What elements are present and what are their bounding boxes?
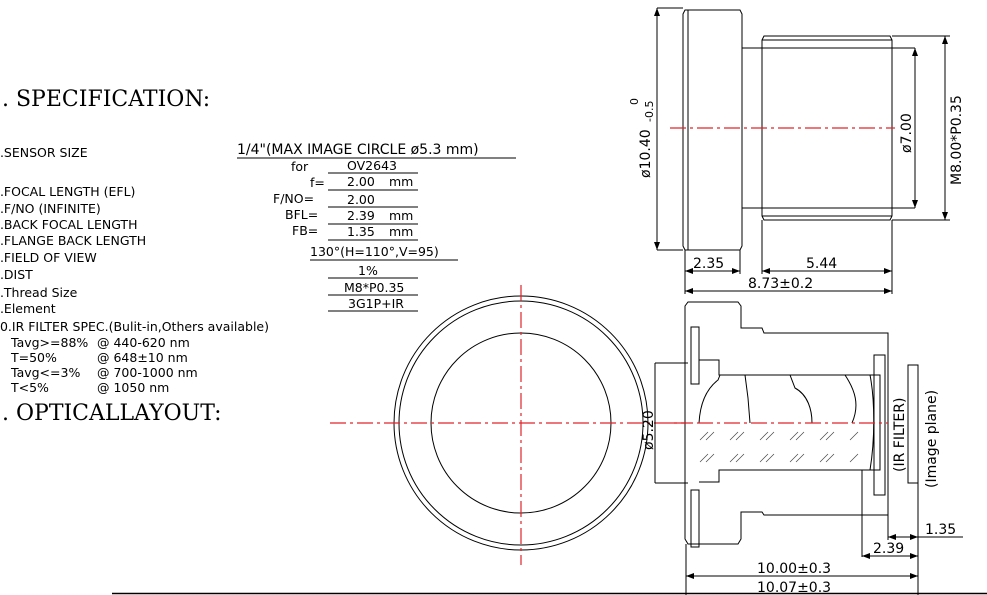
ir-range: @ 440-620 nm bbox=[97, 335, 190, 350]
ir-range: @ 648±10 nm bbox=[97, 350, 188, 365]
optical-section: (IR FILTER) (Image plane) ø5.20 1.35 2.3… bbox=[641, 301, 963, 595]
thread-value: M8*P0.35 bbox=[344, 280, 404, 295]
for-label: for bbox=[291, 159, 309, 174]
ir-cond: T=50% bbox=[10, 350, 57, 365]
fb-dim: 1.35 bbox=[925, 522, 956, 538]
ttl1-dim: 10.00±0.3 bbox=[757, 561, 831, 577]
spec-label: 7.DIST bbox=[0, 267, 33, 282]
ir-cond: T<5% bbox=[10, 380, 49, 395]
spec-heading: 1. SPECIFICATION: bbox=[0, 87, 210, 112]
element-value: 3G1P+IR bbox=[348, 296, 404, 311]
sensor-size-value: 1/4"(MAX IMAGE CIRCLE ø5.3 mm) bbox=[237, 142, 479, 158]
flange-dia-dim: ø10.40 bbox=[638, 129, 654, 178]
ir-range: @ 1050 nm bbox=[97, 380, 169, 395]
aperture-dia-dim: ø5.20 bbox=[641, 410, 657, 450]
dist-value: 1% bbox=[358, 263, 378, 278]
thread-len-dim: 5.44 bbox=[806, 256, 837, 272]
spec-label: 4.BACK FOCAL LENGTH bbox=[0, 217, 137, 232]
fov-value: 130°(H=110°,V=95) bbox=[310, 244, 439, 259]
fno-label: F/NO= bbox=[273, 191, 314, 206]
ir-cond: Tavg>=88% bbox=[10, 335, 88, 350]
fno-value: 2.00 bbox=[347, 192, 375, 207]
spec-values: 1/4"(MAX IMAGE CIRCLE ø5.3 mm) for OV264… bbox=[237, 142, 516, 312]
ttl2-dim: 10.07±0.3 bbox=[757, 580, 831, 595]
optical-layout-heading: 2. OPTICALLAYOUT: bbox=[0, 401, 222, 426]
bfl-value: 2.39 bbox=[347, 208, 375, 223]
spec-labels: 1.SENSOR SIZE 2.FOCAL LENGTH (EFL) 3.F/N… bbox=[0, 145, 269, 395]
spec-label: 5.FLANGE BACK LENGTH bbox=[0, 233, 146, 248]
inner-dia-dim: ø7.00 bbox=[899, 113, 915, 153]
flange-tol-upper: 0 bbox=[628, 98, 641, 105]
total-len-dim: 8.73±0.2 bbox=[748, 276, 813, 292]
flange-len-dim: 2.35 bbox=[693, 256, 724, 272]
fb-label: FB= bbox=[292, 223, 318, 238]
f-label: f= bbox=[310, 175, 325, 190]
front-view bbox=[330, 285, 690, 565]
spec-label: 10.IR FILTER SPEC.(Bulit-in,Others avail… bbox=[0, 319, 269, 334]
ir-cond: Tavg<=3% bbox=[10, 365, 80, 380]
spec-label: 6.FIELD OF VIEW bbox=[0, 250, 97, 265]
ir-range: @ 700-1000 nm bbox=[97, 365, 198, 380]
flange-tol-lower: -0.5 bbox=[643, 101, 656, 122]
ir-filter-label: (IR FILTER) bbox=[892, 398, 908, 472]
spec-label: 2.FOCAL LENGTH (EFL) bbox=[0, 184, 135, 199]
sensor-value: OV2643 bbox=[347, 158, 397, 173]
thread-dim: M8.00*P0.35 bbox=[949, 95, 965, 185]
spec-label: 9.Element bbox=[0, 301, 56, 316]
side-view: ø10.40 0 -0.5 ø7.00 M8.00*P0.35 2.35 5.4… bbox=[628, 7, 965, 294]
bfl-label: BFL= bbox=[285, 207, 318, 222]
f-value: 2.00 bbox=[347, 174, 375, 189]
bfl-dim: 2.39 bbox=[873, 541, 904, 557]
spec-label: 8.Thread Size bbox=[0, 285, 78, 300]
fb-value: 1.35 bbox=[347, 224, 375, 239]
unit: mm bbox=[389, 208, 413, 223]
unit: mm bbox=[389, 224, 413, 239]
image-plane-label: (Image plane) bbox=[924, 390, 940, 488]
unit: mm bbox=[389, 174, 413, 189]
spec-label: 3.F/NO (INFINITE) bbox=[0, 201, 101, 216]
spec-label: 1.SENSOR SIZE bbox=[0, 145, 88, 160]
